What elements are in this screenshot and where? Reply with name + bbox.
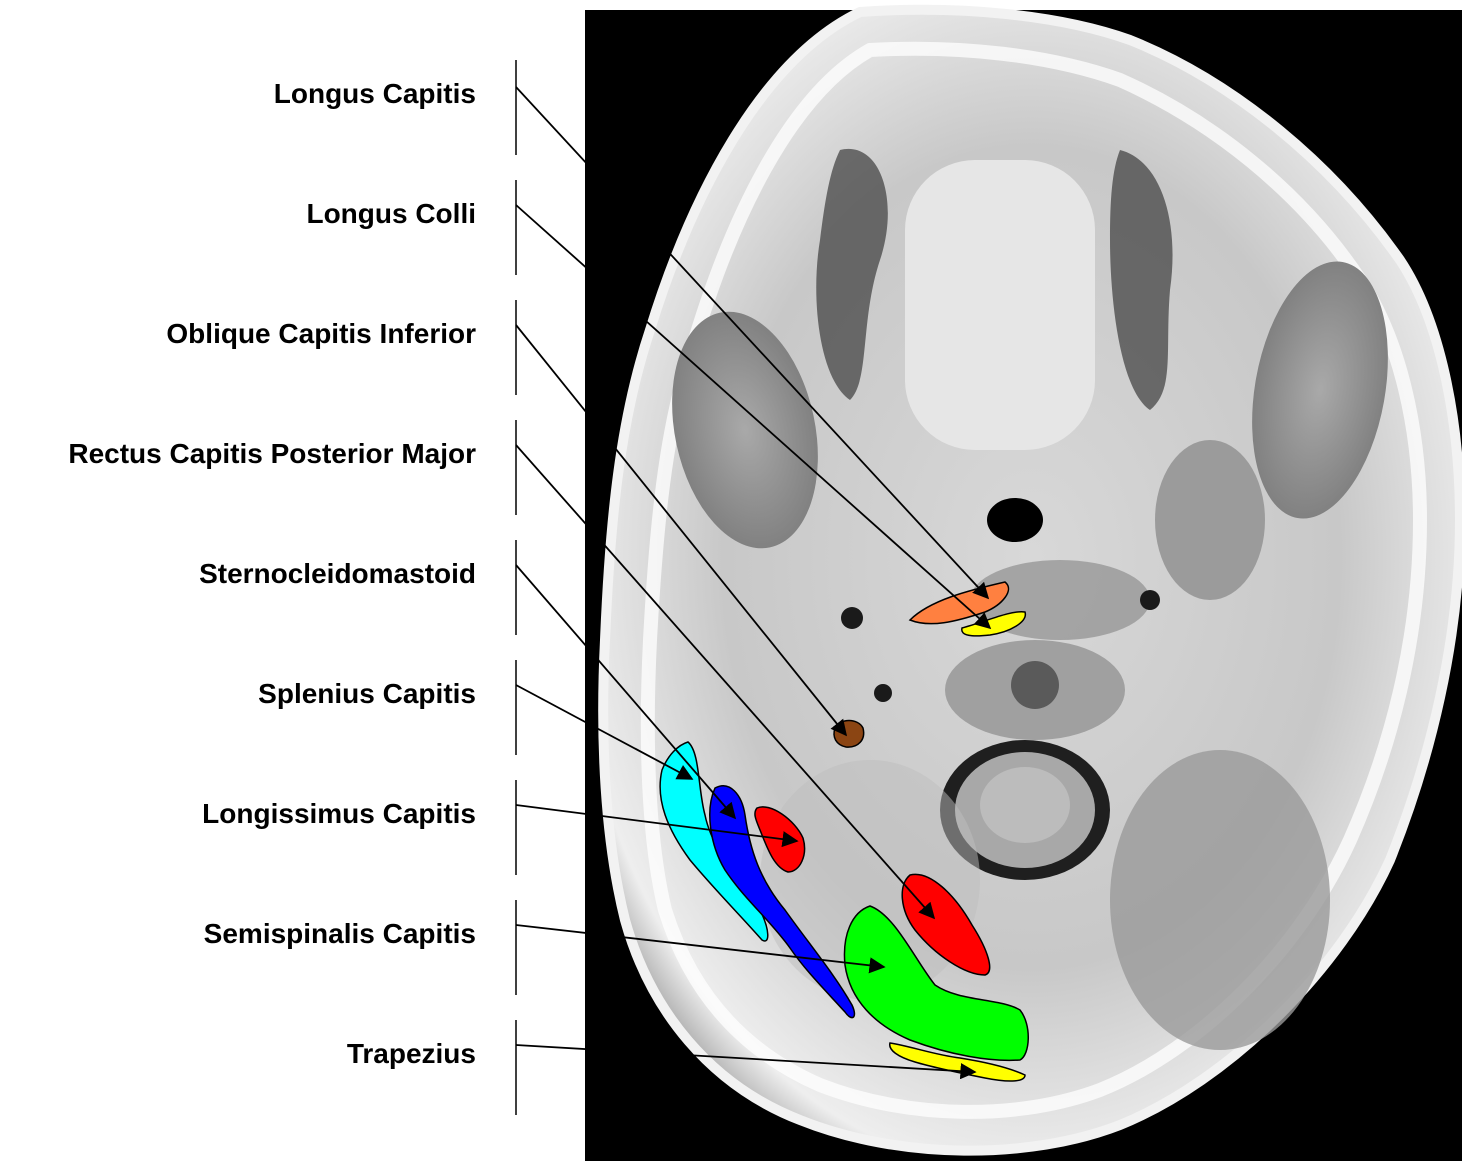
- mri-scan: [585, 10, 1462, 1161]
- label-list: Longus Capitis Longus Colli Oblique Capi…: [68, 78, 476, 1069]
- vessel-right: [1140, 590, 1160, 610]
- label-longissimus-capitis: Longissimus Capitis: [202, 798, 476, 829]
- muscle-right-inner: [1155, 440, 1265, 600]
- label-trapezius: Trapezius: [347, 1038, 476, 1069]
- dens: [1011, 661, 1059, 709]
- label-semispinalis-capitis: Semispinalis Capitis: [204, 918, 476, 949]
- airway: [987, 498, 1043, 542]
- label-sternocleidomastoid: Sternocleidomastoid: [199, 558, 476, 589]
- vessel-left: [841, 607, 863, 629]
- label-oblique-capitis-inferior: Oblique Capitis Inferior: [166, 318, 476, 349]
- vessel-left-2: [874, 684, 892, 702]
- label-longus-capitis: Longus Capitis: [274, 78, 476, 109]
- tongue: [905, 160, 1095, 450]
- spinal-cord-core: [980, 767, 1070, 843]
- posterior-muscle-right: [1110, 750, 1330, 1050]
- label-rectus-capitis-posterior-major: Rectus Capitis Posterior Major: [68, 438, 476, 469]
- label-splenius-capitis: Splenius Capitis: [258, 678, 476, 709]
- label-longus-colli: Longus Colli: [306, 198, 476, 229]
